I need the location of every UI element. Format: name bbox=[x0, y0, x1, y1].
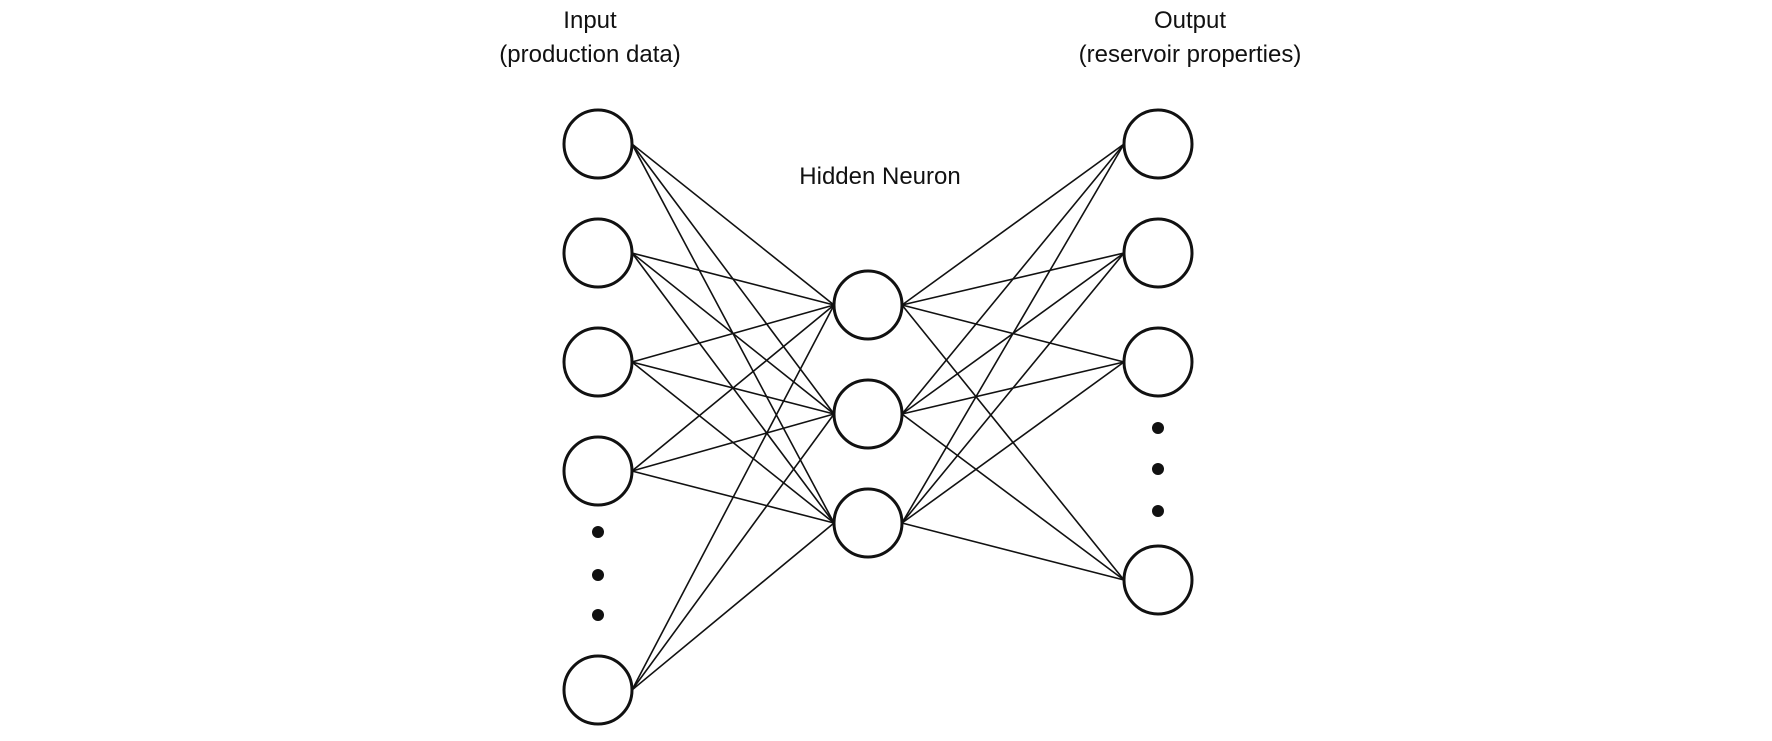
output-layer-title: Output bbox=[1153, 7, 1227, 34]
input-layer-title: Input bbox=[563, 7, 617, 34]
output-neuron-1 bbox=[1122, 108, 1194, 180]
input-neuron-4 bbox=[562, 435, 634, 507]
input-neuron-2 bbox=[562, 217, 634, 289]
connection-hidden-1-output-1 bbox=[901, 143, 1125, 306]
output-layer-subtitle: (reservoir properties) bbox=[1078, 41, 1302, 68]
input-layer-subtitle: (production data) bbox=[499, 41, 681, 68]
connection-hidden-3-output-3 bbox=[901, 361, 1125, 524]
input-neuron-1 bbox=[562, 108, 634, 180]
output-neuron-2 bbox=[1122, 217, 1194, 289]
hidden-layer-label: Hidden Neuron bbox=[760, 160, 1000, 194]
connection-input-1-hidden-1 bbox=[631, 143, 835, 306]
connection-hidden-2-output-4 bbox=[901, 413, 1125, 581]
connection-hidden-3-output-2 bbox=[901, 252, 1125, 524]
hidden-layer-title: Hidden Neuron bbox=[799, 163, 961, 190]
input-neuron-5 bbox=[562, 654, 634, 726]
connection-hidden-3-output-1 bbox=[901, 143, 1125, 524]
connection-input-5-hidden-2 bbox=[631, 413, 835, 691]
input-neuron-3 bbox=[562, 326, 634, 398]
connection-input-4-hidden-1 bbox=[631, 304, 835, 472]
output-ellipsis-dot-3 bbox=[1152, 505, 1164, 517]
connection-input-3-hidden-1 bbox=[631, 304, 835, 363]
neurons bbox=[562, 108, 1194, 726]
connection-input-5-hidden-1 bbox=[631, 304, 835, 691]
connection-input-4-hidden-2 bbox=[631, 413, 835, 472]
ellipsis-dots bbox=[592, 422, 1164, 621]
output-layer-label: Output (reservoir properties) bbox=[1010, 4, 1370, 72]
connection-input-2-hidden-1 bbox=[631, 252, 835, 306]
output-neuron-3 bbox=[1122, 326, 1194, 398]
hidden-neuron-3 bbox=[832, 487, 904, 559]
hidden-neuron-1 bbox=[832, 269, 904, 341]
connection-input-5-hidden-3 bbox=[631, 522, 835, 691]
connections bbox=[631, 143, 1125, 691]
connection-hidden-2-output-1 bbox=[901, 143, 1125, 415]
output-ellipsis-dot-1 bbox=[1152, 422, 1164, 434]
input-ellipsis-dot-2 bbox=[592, 569, 604, 581]
connection-hidden-3-output-4 bbox=[901, 522, 1125, 581]
output-ellipsis-dot-2 bbox=[1152, 463, 1164, 475]
input-layer-label: Input (production data) bbox=[420, 4, 760, 72]
hidden-neuron-2 bbox=[832, 378, 904, 450]
output-neuron-4 bbox=[1122, 544, 1194, 616]
input-ellipsis-dot-1 bbox=[592, 526, 604, 538]
input-ellipsis-dot-3 bbox=[592, 609, 604, 621]
